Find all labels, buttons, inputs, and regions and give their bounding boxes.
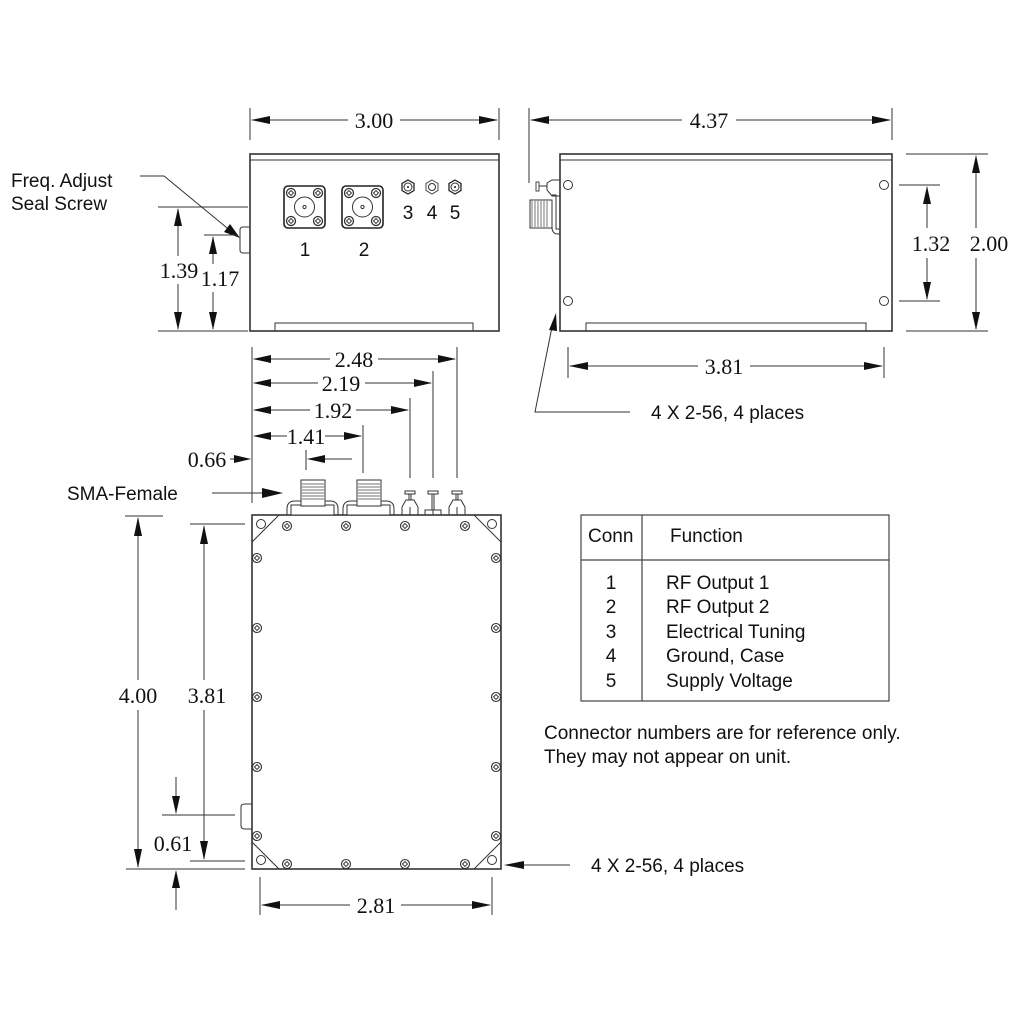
connector-2-flange bbox=[341, 185, 384, 229]
table-cell-conn: 1 bbox=[606, 573, 617, 594]
top-offset-dim-0-61: 0.61 bbox=[154, 831, 193, 856]
table-cell-function: RF Output 2 bbox=[666, 597, 770, 618]
table-row: 1 RF Output 1 bbox=[606, 573, 770, 594]
feedthrough-5-top bbox=[448, 490, 466, 516]
table-cell-function: Ground, Case bbox=[666, 646, 784, 667]
table-cell-function: Electrical Tuning bbox=[666, 622, 805, 643]
side-height-dim: 2.00 bbox=[970, 231, 1009, 256]
connector-1-flange bbox=[283, 185, 326, 229]
connector-5-feedthrough bbox=[448, 179, 462, 195]
sma-connector-1-top bbox=[286, 479, 339, 516]
top-thread-callout: 4 X 2-56, 4 places bbox=[591, 856, 744, 877]
front-width-dim: 3.00 bbox=[355, 108, 394, 133]
feedthrough-3-top bbox=[401, 490, 419, 516]
table-cell-conn: 5 bbox=[606, 671, 617, 692]
table-cell-conn: 4 bbox=[606, 646, 617, 667]
seal-screw-callout-line2: Seal Screw bbox=[11, 194, 107, 215]
sma-connector-2-top bbox=[342, 479, 395, 516]
table-row: 3 Electrical Tuning bbox=[606, 622, 806, 643]
offset-dim-0-66: 0.66 bbox=[188, 447, 227, 472]
note-line-2: They may not appear on unit. bbox=[544, 747, 791, 768]
offset-dim-2-19: 2.19 bbox=[322, 371, 361, 396]
table-row: 5 Supply Voltage bbox=[606, 671, 793, 692]
top-width-dim: 2.81 bbox=[357, 893, 396, 918]
front-height-dim-1-17: 1.17 bbox=[201, 266, 240, 291]
table-header-conn: Conn bbox=[588, 526, 633, 547]
front-height-dim-1-39: 1.39 bbox=[160, 258, 199, 283]
table-cell-function: Supply Voltage bbox=[666, 671, 793, 692]
connector-4-ground bbox=[425, 179, 439, 195]
top-view: 2.48 2.19 1.92 1.41 0.66 SMA-Female bbox=[67, 347, 744, 918]
sma-connector-side bbox=[529, 179, 561, 235]
connector-table: Conn Function 1 RF Output 1 2 RF Output … bbox=[580, 514, 890, 702]
mounting-holes bbox=[563, 180, 889, 306]
note-line-1: Connector numbers are for reference only… bbox=[544, 723, 901, 744]
table-header-function: Function bbox=[670, 526, 743, 547]
connector-label-3: 3 bbox=[403, 203, 414, 224]
connector-label-2: 2 bbox=[359, 240, 370, 261]
top-length-dim: 4.00 bbox=[119, 683, 158, 708]
table-cell-function: RF Output 1 bbox=[666, 573, 770, 594]
side-thread-callout: 4 X 2-56, 4 places bbox=[651, 403, 804, 424]
table-cell-conn: 3 bbox=[606, 622, 617, 643]
connector-3-feedthrough bbox=[401, 179, 415, 195]
connector-label-4: 4 bbox=[427, 203, 438, 224]
side-view: 4.37 3.81 bbox=[528, 108, 1009, 424]
side-hole-spacing-dim: 3.81 bbox=[705, 354, 744, 379]
table-cell-conn: 2 bbox=[606, 597, 617, 618]
offset-dim-1-41: 1.41 bbox=[287, 424, 326, 449]
top-hole-length-dim: 3.81 bbox=[188, 683, 227, 708]
offset-dim-1-92: 1.92 bbox=[314, 398, 353, 423]
offset-dim-2-48: 2.48 bbox=[335, 347, 374, 372]
feedthrough-4-top bbox=[424, 490, 442, 516]
side-hole-vertical-dim: 1.32 bbox=[912, 231, 951, 256]
front-view: 3.00 bbox=[11, 108, 500, 332]
sma-female-label: SMA-Female bbox=[67, 484, 178, 505]
table-row: 2 RF Output 2 bbox=[606, 597, 770, 618]
table-row: 4 Ground, Case bbox=[606, 646, 785, 667]
connector-label-1: 1 bbox=[300, 240, 311, 261]
connector-label-5: 5 bbox=[450, 203, 461, 224]
side-length-dim: 4.37 bbox=[690, 108, 729, 133]
seal-screw-callout-line1: Freq. Adjust bbox=[11, 171, 113, 192]
